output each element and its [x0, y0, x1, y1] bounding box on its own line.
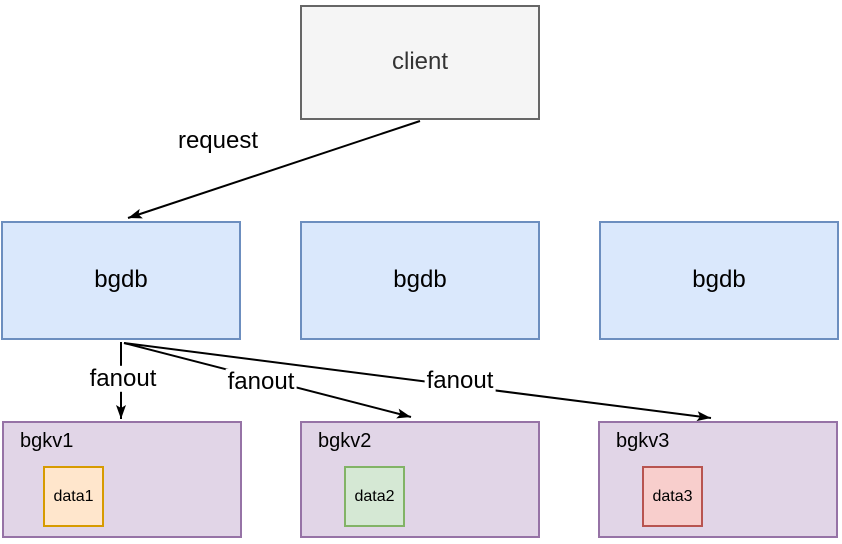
edge-fanout-3-arrow: [123, 342, 712, 422]
edge-label-fanout-1: fanout: [87, 364, 159, 393]
node-data-2-label: data2: [354, 487, 395, 505]
node-bgdb-2-label: bgdb: [393, 266, 447, 294]
edge-request-arrow: [127, 120, 421, 219]
node-bgdb-1: bgdb: [1, 221, 241, 340]
edge-label-fanout-2: fanout: [225, 367, 297, 396]
node-bgdb-2: bgdb: [300, 221, 540, 340]
node-data-1: data1: [43, 466, 104, 527]
node-data-3-label: data3: [652, 487, 693, 505]
edge-label-fanout-3: fanout: [424, 366, 496, 395]
node-data-2: data2: [344, 466, 405, 527]
node-client-label: client: [391, 48, 449, 76]
node-bgkv-1: bgkv1 data1: [2, 421, 242, 538]
node-bgkv-3: bgkv3 data3: [598, 421, 838, 538]
node-bgkv-2: bgkv2 data2: [300, 421, 540, 538]
node-data-1-label: data1: [53, 487, 94, 505]
node-bgkv-3-label: bgkv3: [616, 430, 670, 452]
node-data-3: data3: [642, 466, 703, 527]
node-bgdb-3: bgdb: [599, 221, 839, 340]
node-bgdb-1-label: bgdb: [94, 266, 148, 294]
node-client: client: [300, 5, 540, 120]
edge-label-request: request: [175, 126, 261, 155]
node-bgkv-2-label: bgkv2: [318, 430, 372, 452]
node-bgkv-1-label: bgkv1: [20, 430, 74, 452]
node-bgdb-3-label: bgdb: [692, 266, 746, 294]
